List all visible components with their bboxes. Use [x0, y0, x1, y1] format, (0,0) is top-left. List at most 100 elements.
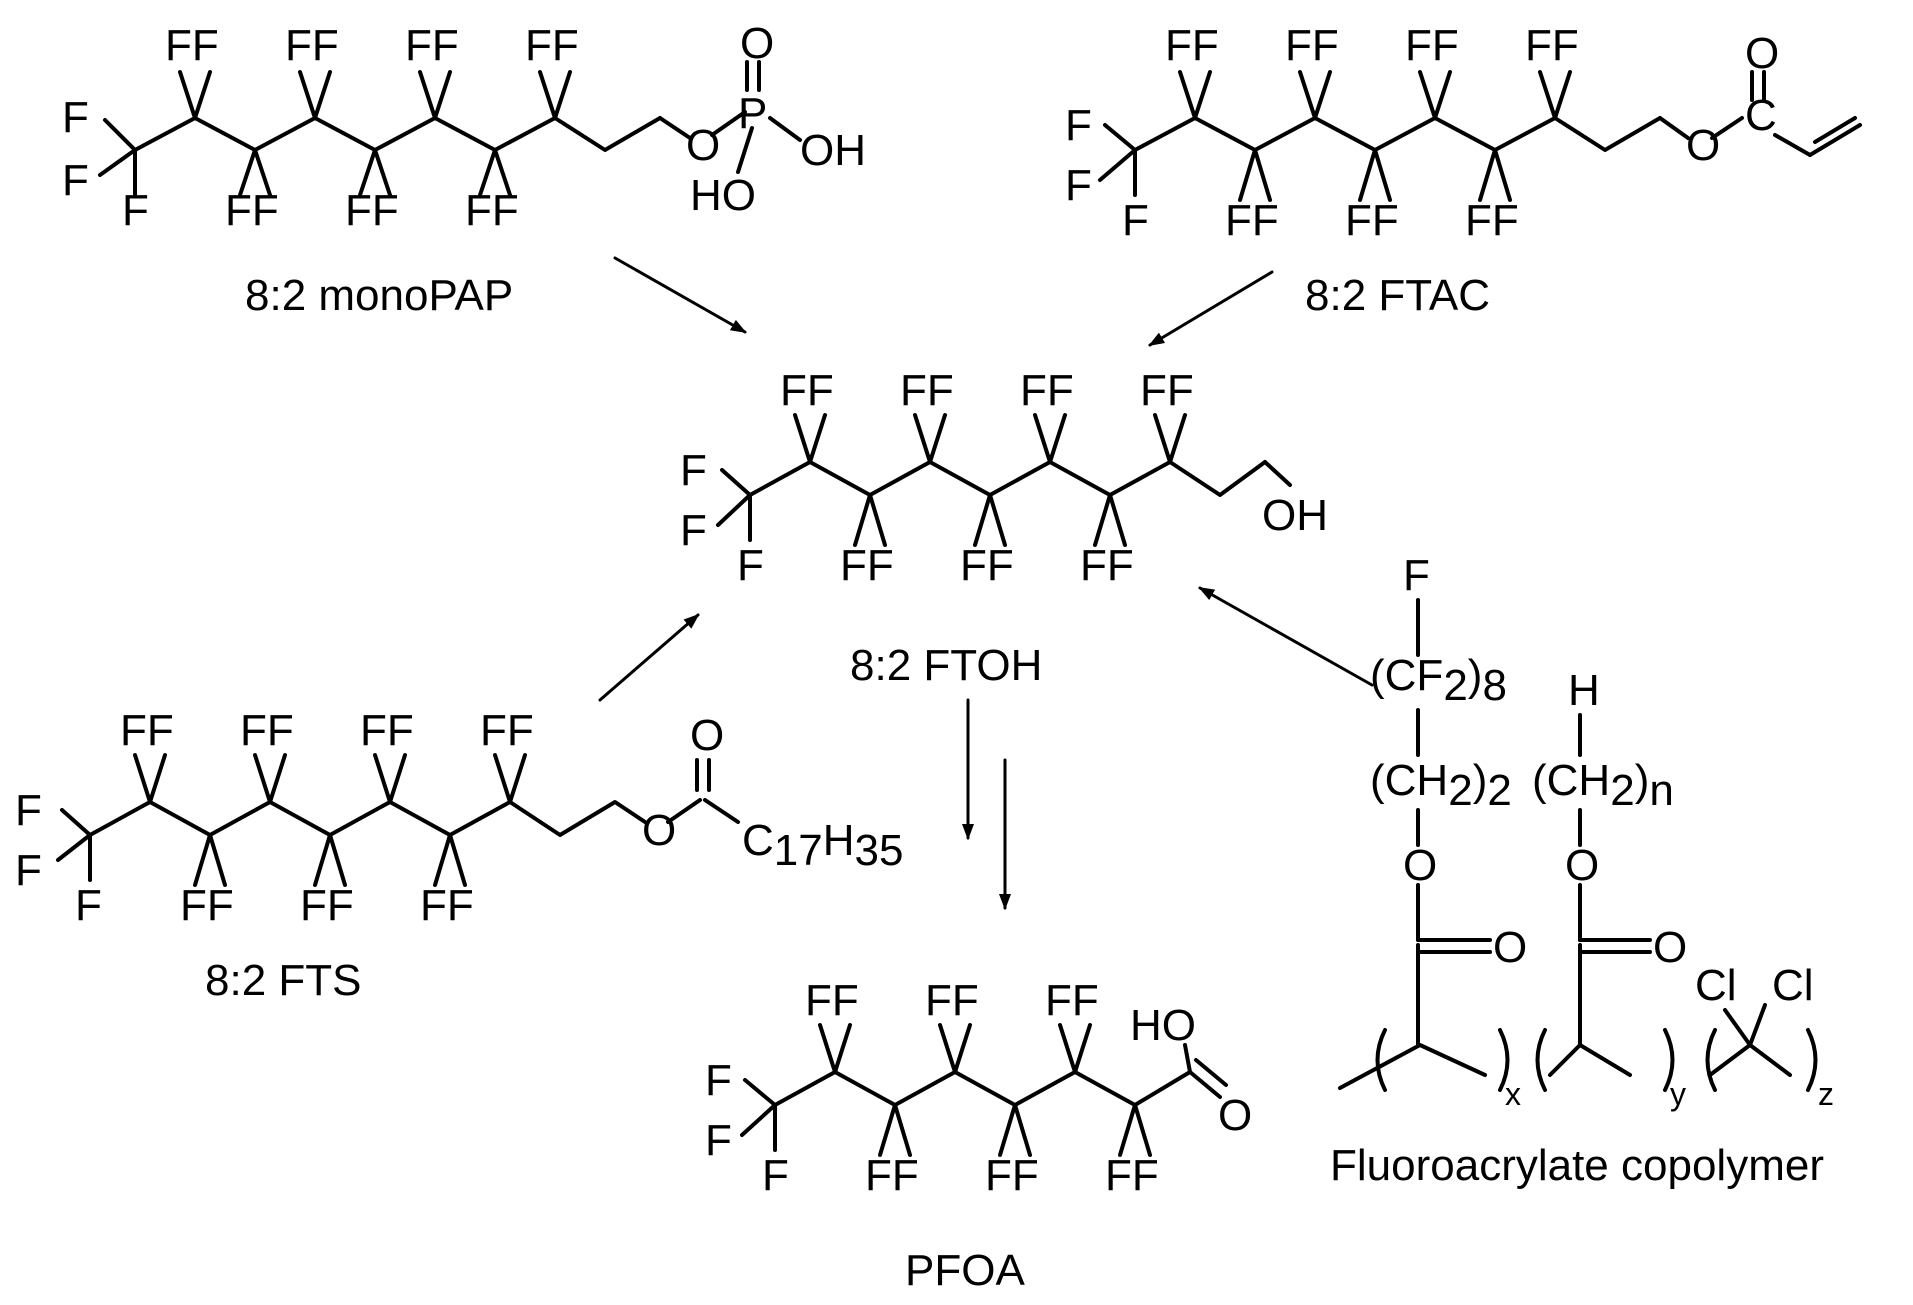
ftac-cf-bond	[1238, 148, 1257, 202]
copolymer-bracket	[1663, 1028, 1675, 1092]
copolymer-o: O	[1403, 841, 1437, 890]
fts-cf-bond	[328, 833, 347, 887]
pfoa-cf-bond	[953, 1023, 972, 1074]
fts-cf-bond	[208, 833, 227, 887]
ftac-ff: FF	[1225, 196, 1279, 245]
fts-cf-bond	[148, 753, 167, 804]
compound-ftac: F F F FF FF FF FF FF FF FF O C O 8:2 FTA…	[1065, 21, 1862, 320]
fts-cf-bond	[268, 753, 287, 804]
ftac-f: F	[1065, 161, 1092, 210]
ftac-f: F	[1122, 196, 1149, 245]
monopap-ff: FF	[345, 186, 399, 235]
ftac-o-bond	[1658, 116, 1690, 140]
monopap-chain	[133, 116, 662, 152]
ftac-ff: FF	[1525, 21, 1579, 70]
fts-cf-bond	[388, 753, 407, 804]
copolymer-o: O	[1493, 923, 1527, 972]
copolymer-z: z	[1818, 1076, 1834, 1112]
copolymer-bracket	[1375, 1028, 1387, 1092]
fts-cf-bond	[313, 833, 332, 887]
fts-cf-bond	[493, 753, 512, 804]
ftac-cf-bond	[1478, 148, 1497, 202]
monopap-cf-bond	[433, 70, 452, 120]
ftac-ff: FF	[1165, 21, 1219, 70]
fts-ff: FF	[360, 706, 414, 755]
ftac-cf-bond	[1373, 148, 1392, 202]
monopap-p-ho-bond	[736, 126, 754, 174]
pfoa-c-o-double	[1188, 1070, 1222, 1099]
ftac-label: 8:2 FTAC	[1305, 271, 1490, 320]
fts-cf-bond	[508, 753, 527, 804]
ftoh-cf-bond	[988, 493, 1007, 547]
ftac-cf-bond	[1493, 148, 1512, 202]
monopap-f: F	[62, 93, 89, 142]
ftoh-cf-bond	[808, 413, 827, 464]
pfoa-cf-bond	[818, 1023, 837, 1074]
pfoa-cf-bond	[1013, 1103, 1032, 1157]
ftac-cf-bond	[1298, 70, 1317, 120]
pfoa-cf-bond	[878, 1103, 897, 1157]
copolymer-ch2: (CH2)2	[1370, 756, 1512, 815]
copolymer-x: x	[1505, 1076, 1521, 1112]
fts-chain	[88, 800, 647, 837]
monopap-ff: FF	[465, 186, 519, 235]
ftoh-oh-bond	[1263, 460, 1292, 487]
ftac-cf-bond	[1358, 148, 1377, 202]
ftac-ff: FF	[1285, 21, 1339, 70]
monopap-cf-bond	[418, 70, 437, 120]
fts-oc-bond	[666, 798, 702, 824]
fts-cf-bond	[133, 753, 152, 804]
ftoh-cf3-bond	[720, 468, 752, 497]
ftoh-cf-bond	[1108, 493, 1127, 547]
copolymer-backbone	[1708, 1043, 1792, 1077]
pfoa-cf-bond	[938, 1023, 957, 1074]
monopap-ff: FF	[405, 21, 459, 70]
monopap-cf-bond	[538, 70, 557, 120]
pfoa-cf-bond	[893, 1103, 912, 1157]
pfoa-f: F	[705, 1116, 732, 1165]
copolymer-o: O	[1565, 841, 1599, 890]
copolymer-cl-bond	[1723, 1008, 1752, 1047]
ftoh-ff: FF	[840, 541, 894, 590]
monopap-f: F	[122, 186, 149, 235]
monopap-ff: FF	[285, 21, 339, 70]
monopap-cf-bond	[358, 148, 377, 197]
pfoa-cf3-bond	[743, 1078, 777, 1107]
fts-c17h35: C17H35	[742, 816, 903, 875]
ftac-cf-bond	[1253, 148, 1272, 202]
copolymer-bracket	[1498, 1028, 1510, 1092]
copolymer-cf2: (CF2)8	[1370, 651, 1507, 710]
copolymer-cl-bond	[1748, 1003, 1767, 1047]
monopap-o-bond	[658, 116, 692, 140]
copolymer-ch2n: (CH2)n	[1532, 756, 1674, 815]
monopap-cf-bond	[373, 148, 392, 197]
copolymer-label: Fluoroacrylate copolymer	[1330, 1141, 1824, 1190]
monopap-cf-bond	[238, 148, 257, 197]
ftoh-cf-bond	[973, 493, 992, 547]
monopap-cf-bond	[193, 70, 212, 120]
copolymer-h: H	[1568, 666, 1600, 715]
fts-cf-bond	[433, 833, 452, 887]
copolymer-bracket	[1705, 1028, 1717, 1092]
ftac-cf-bond	[1538, 70, 1557, 120]
monopap-cf-bond	[298, 70, 317, 120]
ftoh-f: F	[680, 446, 707, 495]
compound-copolymer: F (CF2)8 (CH2)2 H (CH2)n O O O O Cl Cl x…	[1330, 551, 1834, 1190]
copolymer-bracket	[1535, 1028, 1547, 1092]
fts-f: F	[15, 786, 42, 835]
ftoh-cf-bond	[1168, 413, 1187, 464]
copolymer-f: F	[1403, 551, 1430, 600]
fts-cf3-bond	[60, 808, 92, 837]
ftac-f: F	[1065, 101, 1092, 150]
ftoh-cf-bond	[1048, 413, 1067, 464]
ftoh-cf-bond	[793, 413, 812, 464]
ftoh-ff: FF	[900, 366, 954, 415]
ftoh-ff: FF	[780, 366, 834, 415]
ftac-cf-bond	[1313, 70, 1332, 120]
ftoh-chain	[748, 460, 1267, 497]
copolymer-bracket	[1806, 1028, 1818, 1092]
pfoa-ff: FF	[1105, 1151, 1159, 1200]
pfoa-c-o-double	[1194, 1058, 1228, 1087]
ftoh-cf-bond	[1153, 413, 1172, 464]
